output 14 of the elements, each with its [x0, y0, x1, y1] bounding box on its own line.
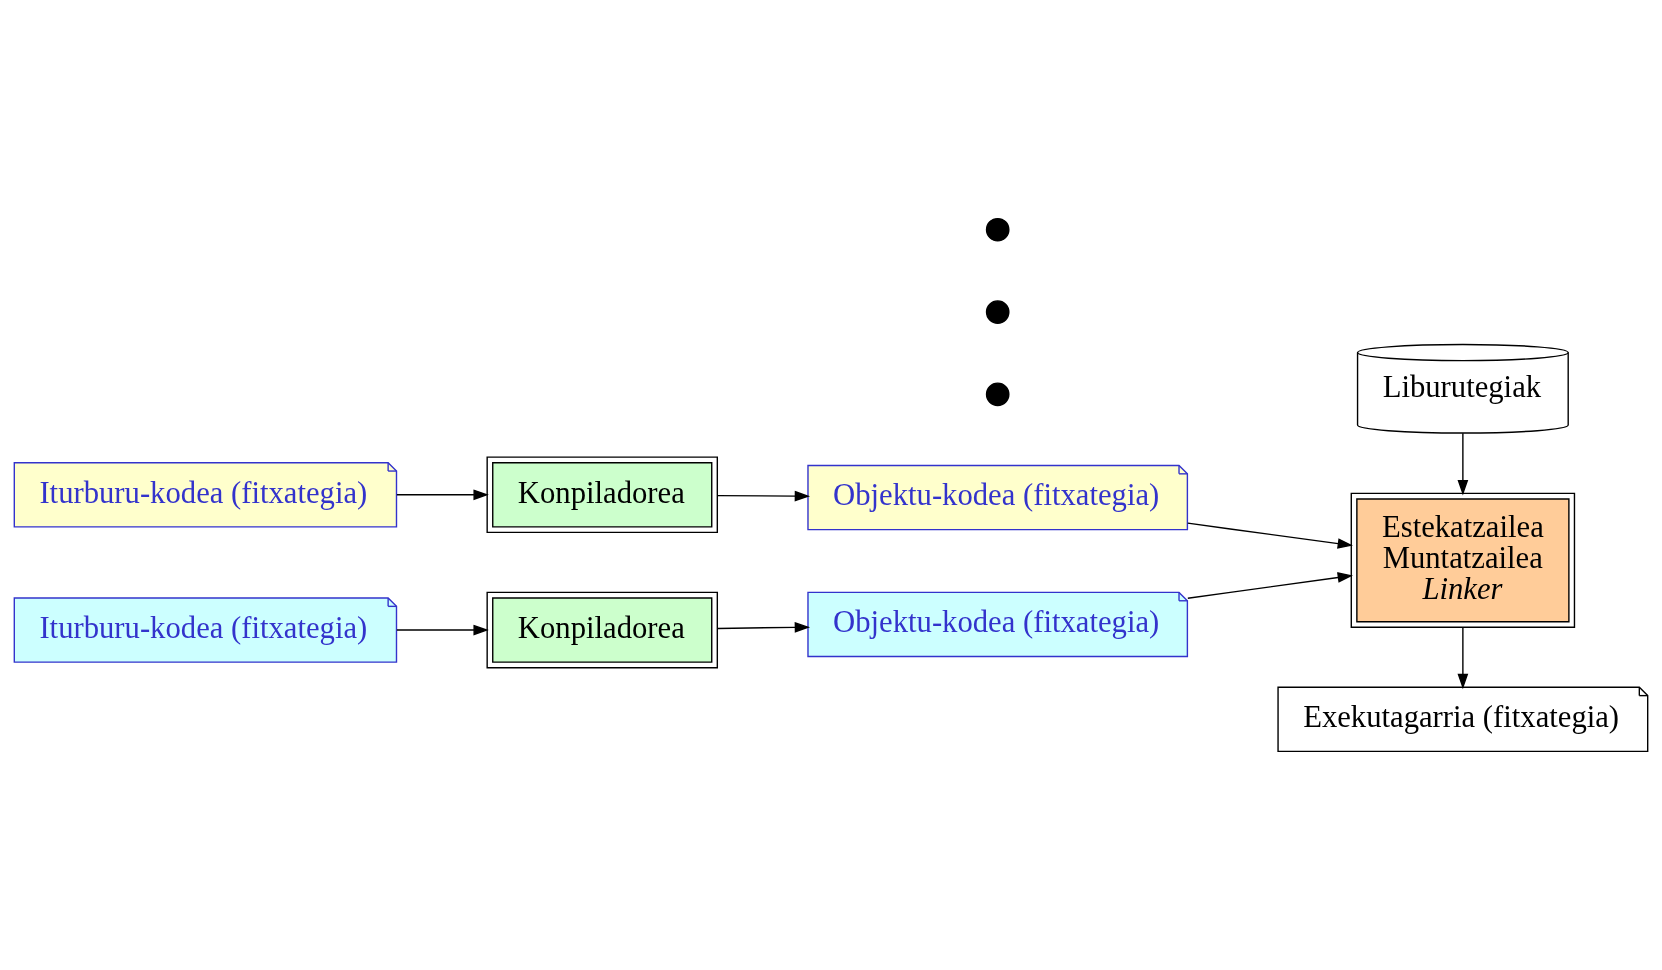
node-dot [985, 217, 1010, 242]
arrow [396, 624, 489, 636]
arrow [396, 489, 489, 501]
arrow [1457, 432, 1469, 496]
arrow [1187, 522, 1353, 549]
node-box: Konpiladorea [486, 591, 718, 669]
node-dot [985, 300, 1010, 324]
arrow [1457, 626, 1469, 690]
arrow [717, 622, 811, 633]
arrow [717, 490, 811, 502]
node-dot [985, 382, 1010, 407]
arrow [1187, 572, 1353, 599]
node-box: Konpiladorea [486, 456, 718, 534]
node-box: Estekatzailea Muntatzailea Linker [1350, 492, 1576, 628]
